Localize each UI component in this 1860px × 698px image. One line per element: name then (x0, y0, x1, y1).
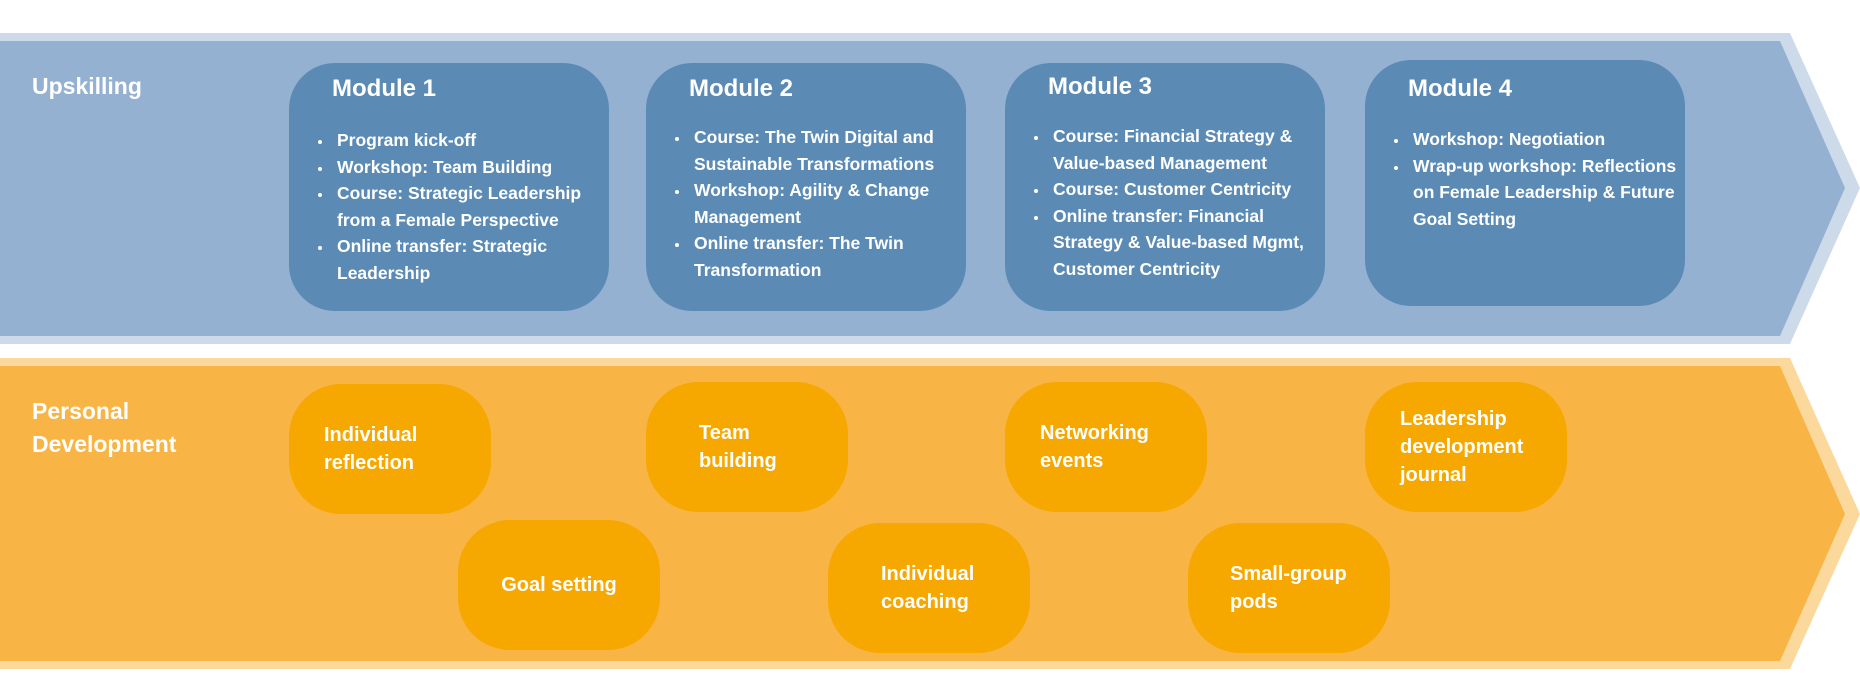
module-2-item: Course: The Twin Digital and Sustainable… (690, 124, 962, 177)
activity-leadership-development-journal: Leadership development journal (1365, 382, 1567, 512)
module-1-list: Program kick-off Workshop: Team Building… (315, 127, 605, 286)
activity-label: Goal setting (501, 574, 617, 596)
module-3-item: Course: Customer Centricity (1049, 176, 1321, 203)
upskilling-label: Upskilling (32, 73, 142, 99)
activity-label: Team building (699, 422, 777, 472)
module-4-box: Module 4 Workshop: Negotiation Wrap-up w… (1365, 60, 1685, 306)
module-1-item: Online transfer: Strategic Leadership (333, 233, 605, 286)
module-3-box: Module 3 Course: Financial Strategy & Va… (1005, 63, 1325, 311)
module-4-item: Wrap-up workshop: Reflections on Female … (1409, 153, 1681, 233)
activity-label: Networking events (1040, 422, 1149, 472)
activity-individual-coaching: Individual coaching (828, 523, 1030, 653)
module-3-item: Course: Financial Strategy & Value-based… (1049, 123, 1321, 176)
module-1-box: Module 1 Program kick-off Workshop: Team… (289, 63, 609, 311)
activity-individual-reflection: Individual reflection (289, 384, 491, 514)
module-3-list: Course: Financial Strategy & Value-based… (1031, 123, 1321, 282)
activity-networking-events: Networking events (1005, 382, 1207, 512)
module-1-title: Module 1 (332, 75, 437, 102)
module-2-box: Module 2 Course: The Twin Digital and Su… (646, 63, 966, 311)
activity-goal-setting: Goal setting (458, 520, 660, 650)
activity-team-building: Team building (646, 382, 848, 512)
activity-label: Individual reflection (324, 424, 418, 474)
personal-development-label: Personal Development (32, 398, 177, 457)
activity-label: Individual coaching (881, 563, 975, 613)
module-2-item: Workshop: Agility & Change Management (690, 177, 962, 230)
module-2-title: Module 2 (689, 75, 794, 102)
module-1-item: Program kick-off (333, 127, 605, 154)
module-1-item: Workshop: Team Building (333, 154, 605, 181)
activity-label: Small-group pods (1230, 563, 1347, 613)
module-1-item: Course: Strategic Leadership from a Fema… (333, 180, 605, 233)
module-2-item: Online transfer: The Twin Transformation (690, 230, 962, 283)
activity-label: Leadership development journal (1400, 408, 1524, 486)
module-4-list: Workshop: Negotiation Wrap-up workshop: … (1391, 126, 1681, 232)
activity-small-group-pods: Small-group pods (1188, 523, 1390, 653)
module-3-item: Online transfer: Financial Strategy & Va… (1049, 203, 1321, 283)
module-3-title: Module 3 (1048, 73, 1153, 100)
module-4-item: Workshop: Negotiation (1409, 126, 1681, 153)
module-4-title: Module 4 (1408, 75, 1513, 102)
module-2-list: Course: The Twin Digital and Sustainable… (672, 124, 962, 283)
